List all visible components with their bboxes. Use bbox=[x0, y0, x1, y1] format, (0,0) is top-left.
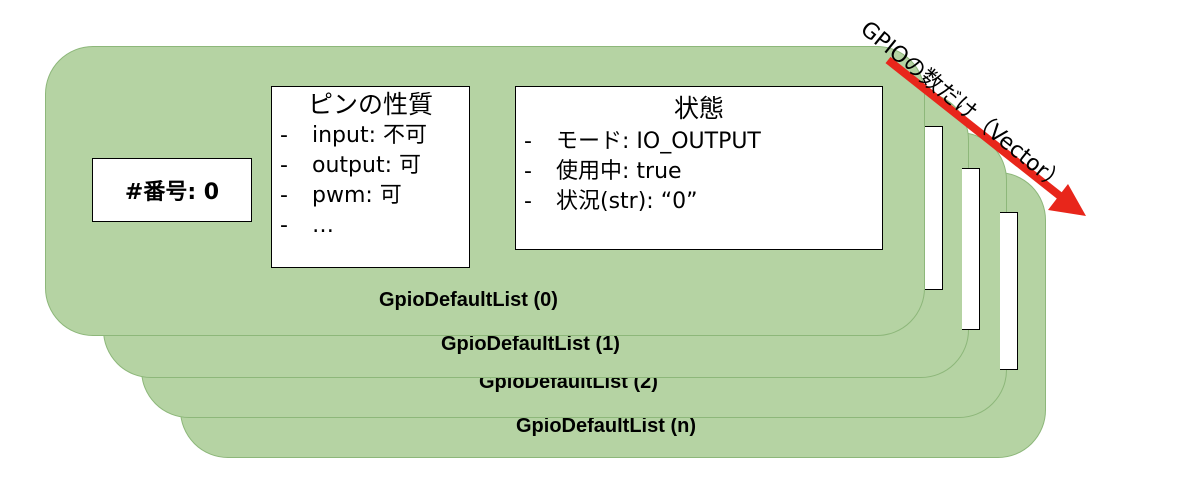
card-label-0: GpioDefaultList (0) bbox=[379, 289, 558, 311]
state-item: -使用中: true bbox=[524, 159, 682, 184]
number-box: #番号: 0 bbox=[92, 158, 252, 222]
state-box-slab-2 bbox=[962, 168, 980, 330]
state-box: 状態 -モード: IO_OUTPUT -使用中: true -状況(str): … bbox=[515, 86, 883, 250]
pin-properties-title: ピンの性質 bbox=[307, 90, 433, 119]
card-label-1: GpioDefaultList (1) bbox=[441, 333, 620, 355]
state-item: -モード: IO_OUTPUT bbox=[524, 129, 761, 154]
state-box-slab-n bbox=[1000, 212, 1018, 370]
pin-property-item: -output: 可 bbox=[280, 153, 421, 178]
pin-property-item: -pwm: 可 bbox=[280, 183, 402, 208]
pin-properties-box: ピンの性質 -input: 不可 -output: 可 -pwm: 可 -… bbox=[271, 86, 470, 268]
arrow-shaft bbox=[885, 56, 1063, 200]
state-list: -モード: IO_OUTPUT -使用中: true -状況(str): “0” bbox=[516, 127, 882, 217]
arrow-head-icon bbox=[1048, 184, 1086, 216]
state-box-slab-1 bbox=[925, 126, 943, 290]
state-title: 状態 bbox=[673, 94, 724, 123]
number-text: #番号: 0 bbox=[124, 180, 220, 205]
state-item: -状況(str): “0” bbox=[524, 189, 698, 214]
pin-properties-list: -input: 不可 -output: 可 -pwm: 可 -… bbox=[272, 121, 469, 241]
pin-property-item: -input: 不可 bbox=[280, 123, 427, 148]
card-label-n: GpioDefaultList (n) bbox=[516, 415, 696, 437]
pin-property-item: -… bbox=[280, 213, 334, 238]
